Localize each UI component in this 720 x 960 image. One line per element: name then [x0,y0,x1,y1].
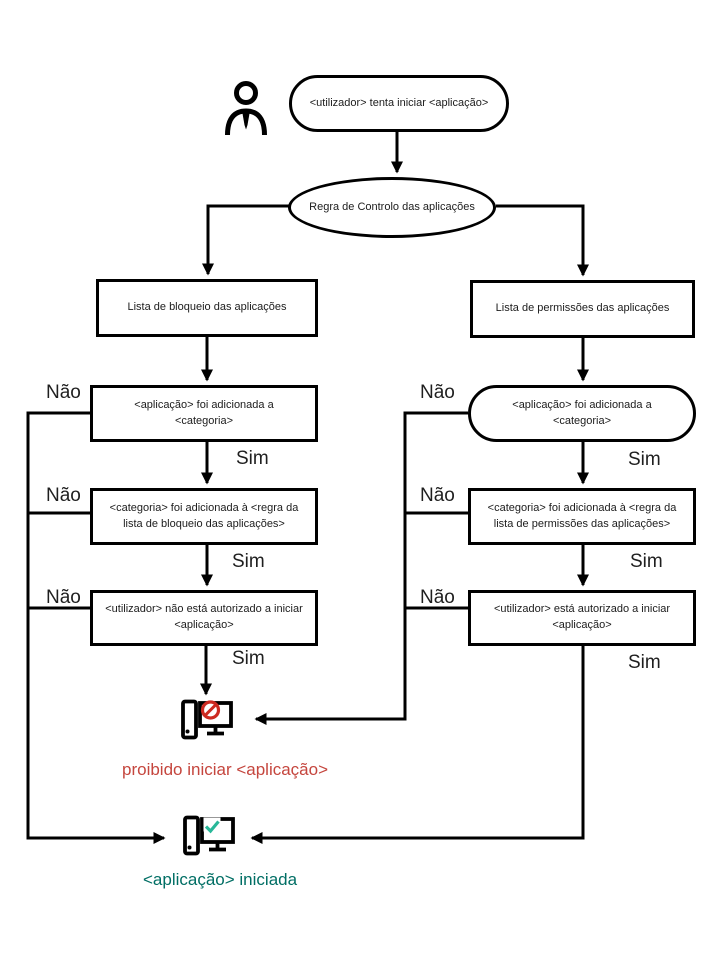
node-block-category-in-rule: <categoria> foi adicionada à <regra da l… [90,488,318,545]
edge-right-nao-trunk-to-blocked [254,411,468,725]
node-allow-app-in-category: <aplicação> foi adicionada a <categoria> [468,385,696,442]
checkmark-icon [203,817,221,834]
edge-right-sim-3-to-started [250,646,585,844]
person-icon [225,81,267,136]
node-application-control-rule: Regra de Controlo das aplicações [288,177,496,238]
edge-left-nao-trunk-to-started [26,411,166,844]
label-sim-left-3: Sim [232,648,265,669]
label-sim-right-2: Sim [630,551,663,572]
label-sim-right-3: Sim [628,652,661,673]
node-allowlist: Lista de permissões das aplicações [470,280,695,338]
edge-rule-to-blocklist [202,204,290,276]
label-sim-left-2: Sim [232,551,265,572]
label-nao-right-2: Não [420,485,455,506]
node-start: <utilizador> tenta iniciar <aplicação> [289,75,509,132]
node-block-app-in-category: <aplicação> foi adicionada a <categoria> [90,385,318,442]
label-nao-left-3: Não [46,587,81,608]
node-block-user-not-allowed: <utilizador> não está autorizado a inici… [90,590,318,646]
label-sim-left-1: Sim [236,448,269,469]
edge-rule-to-allowlist [496,204,589,277]
computer-started-icon [183,815,235,856]
node-allow-user-allowed: <utilizador> está autorizado a iniciar <… [468,590,696,646]
caption-blocked-result: proibido iniciar <aplicação> [122,760,329,779]
label-sim-right-1: Sim [628,449,661,470]
caption-started-result: <aplicação> iniciada [143,870,298,889]
computer-blocked-icon [181,699,233,740]
prohibition-icon [200,700,221,720]
label-nao-left-1: Não [46,382,81,403]
node-allow-category-in-rule: <categoria> foi adicionada à <regra da l… [468,488,696,545]
node-blocklist: Lista de bloqueio das aplicações [96,279,318,337]
label-nao-right-1: Não [420,382,455,403]
label-nao-right-3: Não [420,587,455,608]
label-nao-left-2: Não [46,485,81,506]
